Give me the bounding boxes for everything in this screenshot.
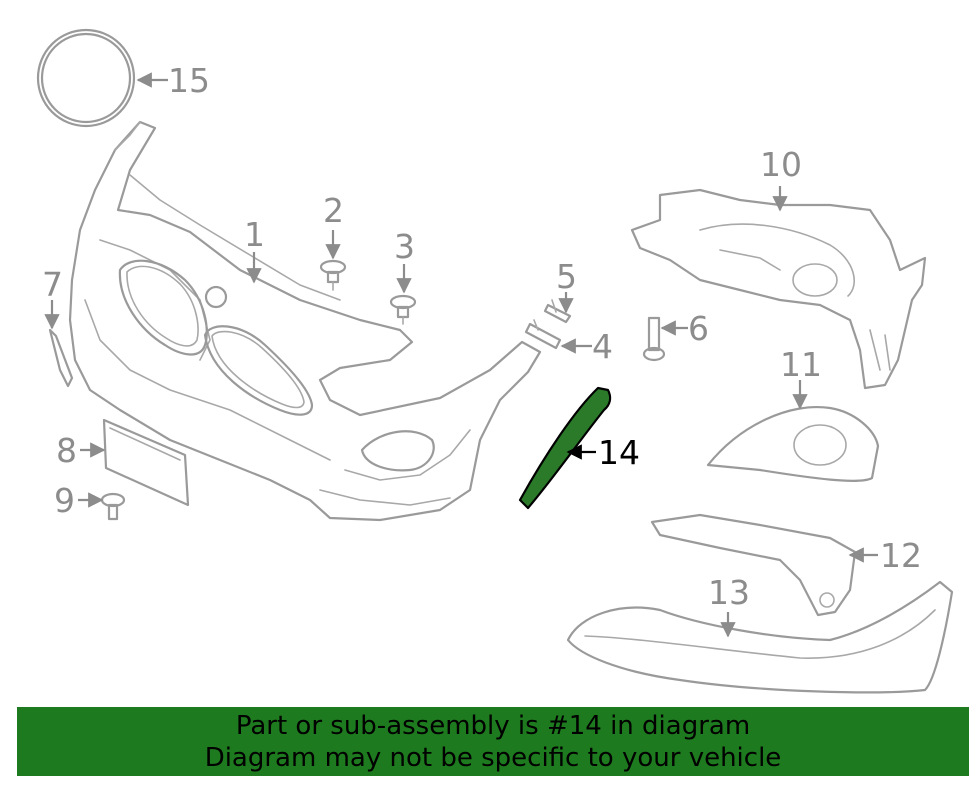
callout-5: 5 (556, 257, 577, 314)
callout-8: 8 (56, 431, 106, 470)
callout-3: 3 (394, 227, 415, 294)
part-2-clip (319, 259, 347, 291)
callout-2: 2 (323, 191, 344, 260)
part-12-lower-trim (650, 513, 857, 617)
callout-7: 7 (42, 265, 63, 330)
callout-12: 12 (848, 536, 922, 575)
parts-diagram: 15 1 2 3 5 4 7 6 10 11 8 9 (36, 28, 954, 694)
callout-1: 1 (244, 215, 265, 284)
part-8-license-bracket (102, 418, 190, 507)
callout-12-label: 12 (880, 536, 922, 575)
callout-15-label: 15 (168, 61, 210, 100)
part-10-carrier (630, 188, 927, 390)
banner-line-2: Diagram may not be specific to your vehi… (204, 742, 782, 773)
callout-13: 13 (708, 573, 750, 638)
part-14-molding-highlighted (518, 386, 612, 510)
callout-14-label: 14 (598, 433, 640, 472)
callout-7-label: 7 (42, 265, 63, 304)
callout-2-label: 2 (323, 191, 344, 230)
callout-10: 10 (760, 145, 802, 212)
callout-4-label: 4 (592, 327, 613, 366)
part-15-ring (36, 28, 136, 128)
part-6-bolt (642, 316, 666, 362)
part-7-side-trim (48, 328, 74, 388)
info-banner: Part or sub-assembly is #14 in diagram D… (17, 707, 969, 776)
callout-8-label: 8 (56, 431, 77, 470)
callout-3-label: 3 (394, 227, 415, 266)
part-11-fog-bezel (706, 406, 880, 482)
callout-10-label: 10 (760, 145, 802, 184)
part-3-clip (389, 294, 417, 325)
banner-line-1: Part or sub-assembly is #14 in diagram (235, 710, 751, 741)
callout-15: 15 (136, 61, 210, 100)
callout-11: 11 (780, 345, 822, 410)
callout-13-label: 13 (708, 573, 750, 612)
callout-6-label: 6 (688, 309, 709, 348)
callout-6: 6 (660, 309, 709, 348)
callout-11-label: 11 (780, 345, 822, 384)
callout-1-label: 1 (244, 215, 265, 254)
part-1-bumper-cover (68, 120, 542, 522)
part-9-screw (100, 492, 126, 521)
callout-4: 4 (560, 327, 613, 366)
callout-14: 14 (566, 433, 640, 472)
callout-9-label: 9 (54, 481, 75, 520)
part-13-spoiler (566, 580, 954, 694)
part-4-bracket (524, 319, 562, 350)
callout-9: 9 (54, 481, 104, 520)
callout-5-label: 5 (556, 257, 577, 296)
